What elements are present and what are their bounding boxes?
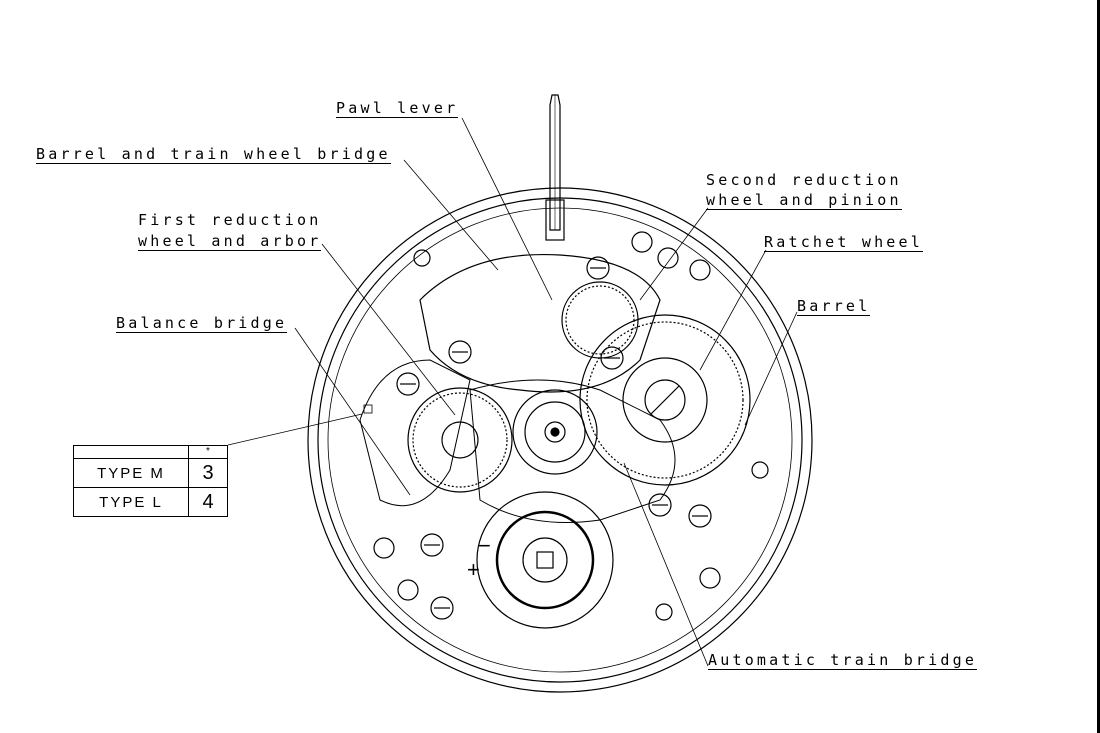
balance-bridge-shape: [359, 359, 471, 507]
label-second-reduction-line2: wheel and pinion: [706, 191, 902, 210]
type-table-name: TYPE L: [73, 487, 189, 517]
type-table-header-row: *: [73, 445, 228, 459]
type-table-value: 4: [188, 487, 228, 517]
leader-second-reduction: [639, 207, 709, 301]
second-reduction-wheel: [561, 281, 639, 359]
label-pawl-lever: Pawl lever: [336, 99, 459, 118]
leader-lines: [227, 117, 798, 667]
first-reduction-wheel: [407, 387, 513, 493]
type-table-name: TYPE M: [73, 458, 189, 488]
center-wheel: [512, 389, 598, 475]
balance-wheel: [476, 491, 614, 629]
leader-balance-bridge: [294, 327, 411, 496]
label-first-reduction-line1: First reduction: [138, 211, 322, 229]
label-automatic-train-bridge: Automatic train bridge: [708, 651, 978, 670]
type-table-row: TYPE L 4: [73, 487, 228, 517]
label-second-reduction-line1: Second reduction: [706, 171, 902, 189]
label-barrel-train-bridge: Barrel and train wheel bridge: [36, 145, 391, 164]
type-table-header-blank: [73, 445, 189, 459]
label-balance-bridge: Balance bridge: [116, 314, 288, 333]
leader-pawl-lever: [461, 117, 553, 301]
barrel-shape: [579, 314, 751, 486]
regulator-minus-mark: −: [478, 533, 491, 558]
leader-automatic-train-bridge: [623, 462, 709, 667]
type-table-value: 3: [188, 458, 228, 488]
type-table-row: TYPE M 3: [73, 458, 228, 488]
screws: [373, 231, 769, 621]
barrel-train-bridge-shape: [419, 253, 661, 393]
label-barrel: Barrel: [797, 297, 871, 316]
label-ratchet-wheel: Ratchet wheel: [764, 233, 923, 252]
type-table: * TYPE M 3 TYPE L 4: [73, 445, 228, 517]
leader-ratchet-wheel: [699, 249, 767, 371]
automatic-train-bridge-shape: [469, 379, 676, 523]
regulator-plus-mark: +: [467, 557, 480, 582]
label-first-reduction-line2: wheel and arbor: [138, 232, 322, 251]
leader-first-reduction: [321, 243, 456, 416]
leader-barrel: [744, 311, 798, 426]
ratchet-wheel-shape: [622, 357, 708, 443]
marker-square: [363, 404, 373, 414]
type-table-header-mark: *: [188, 445, 228, 459]
leader-type-table: [227, 413, 363, 446]
leader-barrel-train-bridge: [403, 159, 499, 271]
winding-stem: [545, 94, 565, 241]
